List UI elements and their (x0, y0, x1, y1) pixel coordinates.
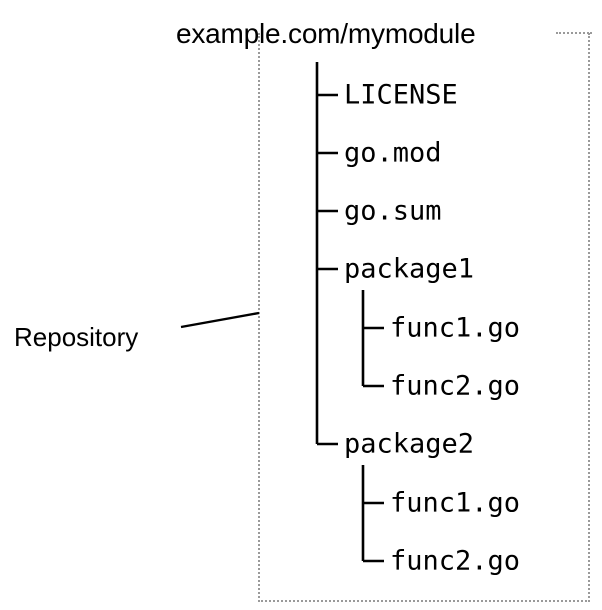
tree-node-package1[interactable]: package1 (344, 253, 475, 285)
tree-node-package1-func2[interactable]: func2.go (390, 370, 521, 402)
tree-node-go-sum[interactable]: go.sum (344, 195, 442, 227)
repository-boundary-box (258, 33, 590, 602)
tree-node-package2[interactable]: package2 (344, 428, 475, 460)
tree-node-package1-func1[interactable]: func1.go (390, 312, 521, 344)
repository-leader-line (180, 311, 260, 329)
repository-boundary-top-stub (556, 32, 592, 34)
tree-node-package2-func2[interactable]: func2.go (390, 545, 521, 577)
repository-annotation-label: Repository (14, 322, 139, 352)
tree-node-go-mod[interactable]: go.mod (344, 137, 442, 169)
tree-node-package2-func1[interactable]: func1.go (390, 487, 521, 519)
tree-node-license[interactable]: LICENSE (344, 79, 458, 111)
module-path-title: example.com/mymodule (176, 18, 476, 49)
